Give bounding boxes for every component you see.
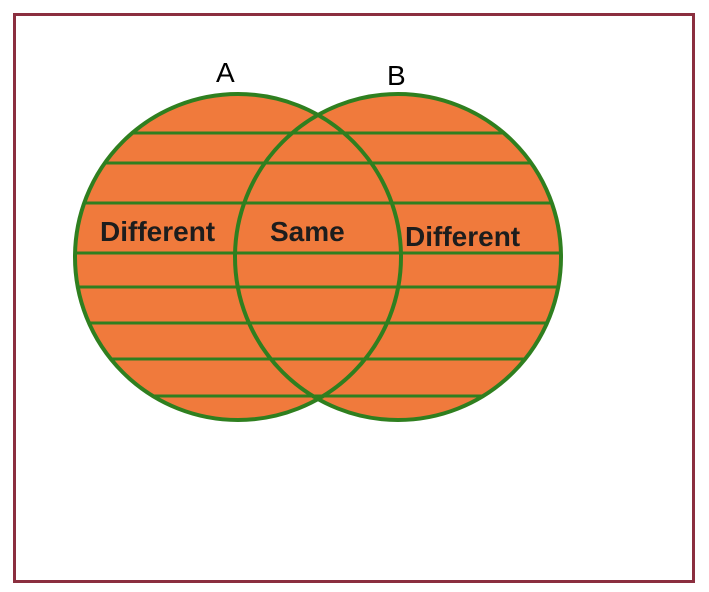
circle-b-outline	[233, 92, 563, 422]
set-b-label: B	[387, 60, 406, 91]
stripe-group	[75, 131, 561, 398]
region-b-only-label: Different	[405, 221, 520, 252]
set-a-label: A	[216, 57, 235, 88]
circle-a-outline	[73, 92, 403, 422]
region-intersection-label: Same	[270, 216, 345, 247]
circle-b	[235, 94, 561, 420]
region-a-only-label: Different	[100, 216, 215, 247]
